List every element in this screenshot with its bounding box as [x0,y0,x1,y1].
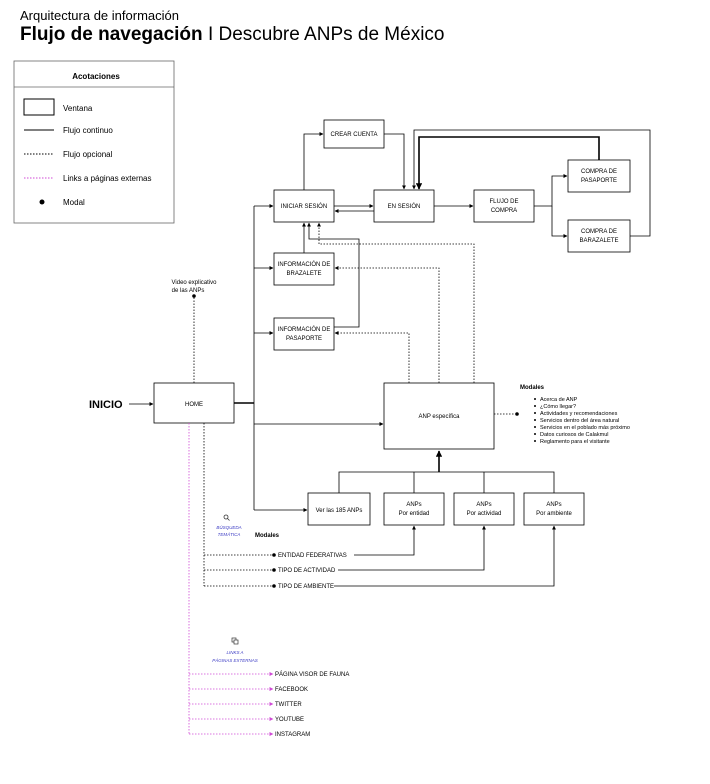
legend-window-label: Ventana [63,104,93,113]
legend-optional-label: Flujo opcional [63,150,113,159]
entidad-modal-to-list-edge [354,525,416,556]
search-modal-dot [272,584,276,588]
brazalete-back-to-sesion-edge [412,129,651,237]
anp-to-info-brazalete-optional-edge [334,266,440,383]
inicio-label: INICIO [89,399,123,411]
video-label-line1: Video explicativo [172,280,218,286]
anps-entidad-label-line1: ANPs [406,502,421,508]
copy-icon [231,637,239,645]
iniciar-sesion-node [273,189,335,223]
en-sesion-label: EN SESIÓN [388,203,421,210]
compra-pasaporte-node [567,159,631,193]
external-label-line2: PÁGINAS EXTERNAS [212,657,258,663]
ver-185-label: Ver las 185 ANPs [316,508,363,514]
anp-modals-list: Acerca de ANP ¿Cómo llegar? Actividades … [534,397,630,445]
anp-especifica-label: ANP específica [419,414,461,420]
legend-continuous-label: Flujo continuo [63,126,113,135]
legend-modal-symbol [39,199,45,205]
title-separator: I [207,24,214,45]
external-link-facebook: FACEBOOK [275,687,308,693]
anps-actividad-label-line1: ANPs [476,502,491,508]
search-label-line1: BÚSQUEDA [216,524,241,530]
lists-bus-edge [338,471,555,493]
iniciar-sesion-label: INICIAR SESIÓN [281,203,327,210]
legend: Acotaciones Ventana Flujo continuo Flujo… [13,60,175,224]
anp-to-iniciar-optional-edge [317,222,475,383]
diagram-title: Flujo de navegación I Descubre ANPs de M… [20,24,445,46]
ver-185-node [307,492,371,526]
search-label-line2: TEMÁTICA [218,531,241,537]
external-link-fauna: PÁGINA VISOR DE FAUNA [275,671,349,678]
info-brazalete-label-line2: BRAZALETE [286,271,321,277]
compra-brazalete-label-line2: BARAZALETE [579,238,618,244]
info-brazalete-label-line1: INFORMACIÓN DE [278,261,331,268]
anps-ambiente-label-line2: Por ambiente [536,511,572,517]
video-modal-dot [192,294,196,298]
diagram-subtitle: Arquitectura de información [20,8,179,23]
search-icon [223,514,230,521]
iniciar-to-crear-edge [303,132,324,190]
compra-to-pasaporte-edge [534,174,568,207]
anp-especifica-node [383,382,495,450]
en-sesion-node [373,189,435,223]
search-item-entidad: ENTIDAD FEDERATIVAS [278,553,347,559]
title-rest: Descubre ANPs de México [218,24,445,45]
info-pasaporte-label-line1: INFORMACIÓN DE [278,326,331,333]
home-label: HOME [185,402,203,408]
anps-entidad-label-line2: Por entidad [399,511,430,517]
anp-modal-item: Datos curiosos de Calakmul [540,432,608,438]
crear-to-sesion-edge [384,133,406,190]
compra-to-brazalete-edge [551,206,568,238]
info-pasaporte-node [273,317,335,351]
crear-cuenta-label: CREAR CUENTA [331,132,378,138]
legend-window-symbol [23,98,55,116]
external-label-line1: LINKS A [226,650,243,655]
anp-modal-item: ¿Cómo llegar? [540,404,576,410]
compra-brazalete-label-line1: COMPRA DE [581,229,617,235]
anps-actividad-label-line2: Por actividad [467,511,502,517]
anp-modal-dot [515,412,519,416]
info-pasaporte-label-line2: PASAPORTE [286,336,322,342]
anp-modal-item: Servicios dentro del área natural [540,418,619,424]
flujo-compra-label-line2: COMPRA [491,208,517,214]
external-link-instagram: INSTAGRAM [275,732,310,738]
search-modal-dot [272,553,276,557]
external-link-youtube: YOUTUBE [275,717,304,723]
search-item-ambiente: TIPO DE AMBIENTE [278,584,334,590]
anp-modals-title: Modales [520,385,545,391]
legend-title: Acotaciones [72,72,120,81]
compra-pasaporte-label-line2: PASAPORTE [581,178,617,184]
compra-pasaporte-label-line1: COMPRA DE [581,169,617,175]
search-modal-dot [272,568,276,572]
anp-to-info-pasaporte-optional-edge [334,331,410,383]
pasaporte-back-to-sesion-edge [415,136,600,190]
flujo-compra-node [473,189,535,223]
anps-ambiente-node [523,492,585,526]
anps-entidad-node [383,492,445,526]
search-item-actividad: TIPO DE ACTIVIDAD [278,568,336,574]
anp-modal-item: Reglamento para el visitante [540,439,610,445]
info-pasaporte-to-iniciar-edge [307,222,360,328]
ambiente-modal-to-list-edge [334,525,556,587]
compra-brazalete-node [567,219,631,253]
anp-modal-item: Servicios en el poblado más próximo [540,425,630,431]
anps-actividad-node [453,492,515,526]
actividad-modal-to-list-edge [338,525,486,571]
info-brazalete-node [273,252,335,286]
search-modals-title: Modales [255,533,280,539]
crear-cuenta-node [323,119,385,149]
anp-modal-item: Actividades y recomendaciones [540,411,618,417]
flujo-compra-label-line1: FLUJO DE [489,199,518,205]
external-link-twitter: TWITTER [275,702,302,708]
anps-ambiente-label-line1: ANPs [546,502,561,508]
anp-modal-item: Acerca de ANP [540,397,578,403]
video-label-line2: de las ANPs [172,288,205,294]
legend-external-label: Links a páginas externas [63,174,152,183]
title-bold: Flujo de navegación [20,24,203,45]
legend-modal-label: Modal [63,198,85,207]
